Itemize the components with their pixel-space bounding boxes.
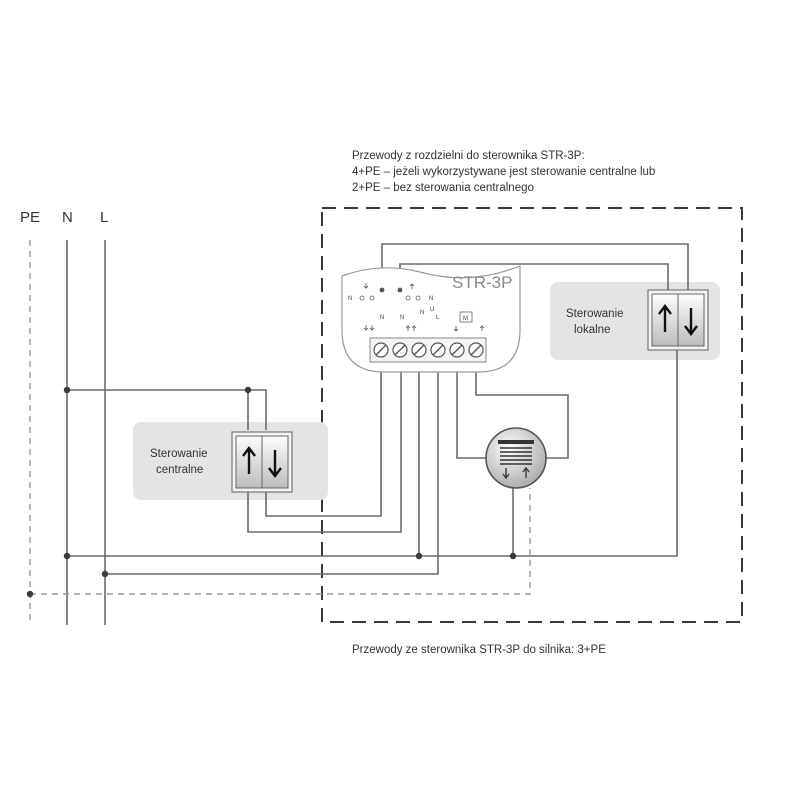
terminal-screw-icon (449, 342, 465, 358)
symbol-n: N (420, 310, 424, 316)
local-switch (647, 289, 709, 351)
arrow-up-icon (242, 446, 256, 474)
local-label-line1: Sterowanie (566, 308, 624, 320)
arrow-up-icon (405, 325, 417, 331)
symbol-n: N (348, 296, 352, 302)
symbol-n: N (429, 296, 433, 302)
contact-icon (359, 295, 365, 301)
arrow-down-icon (684, 308, 698, 336)
terminal-screw-icon (468, 342, 484, 358)
symbol-n: N (400, 315, 404, 321)
symbol-m: M (463, 316, 468, 322)
contact-icon (369, 295, 375, 301)
rail-label-pe: PE (20, 209, 40, 226)
contact-icon (405, 295, 411, 301)
junction-dot (101, 570, 109, 578)
wire-local-a (381, 243, 689, 292)
arrow-down-icon (502, 468, 510, 480)
junction-dot (63, 386, 71, 394)
arrow-up-icon (409, 283, 415, 289)
arrow-up-icon (658, 304, 672, 332)
wire-l-bottom (105, 352, 439, 575)
controller-title: STR-3P (452, 273, 512, 292)
arrow-down-icon (453, 326, 459, 332)
rail-label-l: L (100, 209, 108, 226)
str-3p-controller: STR-3P N N N N N U L M (341, 265, 521, 373)
central-control-panel (133, 422, 328, 500)
rail-label-n: N (62, 209, 73, 226)
symbol-l: L (436, 315, 440, 321)
terminal-screw-icon (411, 342, 427, 358)
note-line-1: Przewody z rozdzielni do sterownika STR-… (352, 150, 585, 162)
junction-dot (509, 552, 517, 560)
local-label-line2: lokalne (574, 324, 610, 336)
installation-box (321, 207, 743, 623)
motor-relay-icon (459, 311, 473, 323)
junction-dot (415, 552, 423, 560)
note-line-2: 4+PE – jeżeli wykorzystywane jest sterow… (352, 166, 655, 178)
wire-central-down (247, 352, 402, 533)
central-switch (231, 431, 293, 493)
note-line-3: 2+PE – bez sterowania centralnego (352, 182, 534, 194)
arrow-up-icon (522, 466, 530, 478)
junction-dot (63, 552, 71, 560)
wire-central-up (265, 352, 382, 517)
terminal-screw-icon (392, 342, 408, 358)
pe-wire-bottom (30, 488, 531, 595)
central-label-line2: centralne (156, 464, 203, 476)
wire-motor-b (475, 352, 569, 459)
arrow-down-icon (363, 325, 375, 331)
junction-dot (244, 386, 252, 394)
contact-icon (397, 287, 403, 293)
blind-motor (485, 427, 547, 489)
wire-l-tap-central (248, 389, 267, 392)
wire-motor-a (456, 352, 486, 459)
note-bottom: Przewody ze sterownika STR-3P do silnika… (352, 644, 606, 656)
central-label-line1: Sterowanie (150, 448, 208, 460)
arrow-down-icon (363, 283, 369, 289)
terminal-screw-icon (373, 342, 389, 358)
terminal-screw-icon (430, 342, 446, 358)
roller-blind-icon (498, 440, 534, 480)
arrow-up-icon (479, 325, 485, 331)
contact-icon (379, 287, 385, 293)
junction-dot (26, 590, 34, 598)
arrow-down-icon (268, 450, 282, 478)
symbol-n: N (380, 315, 384, 321)
wire-local-common (513, 350, 678, 557)
symbol-u: U (430, 307, 434, 313)
contact-icon (415, 295, 421, 301)
